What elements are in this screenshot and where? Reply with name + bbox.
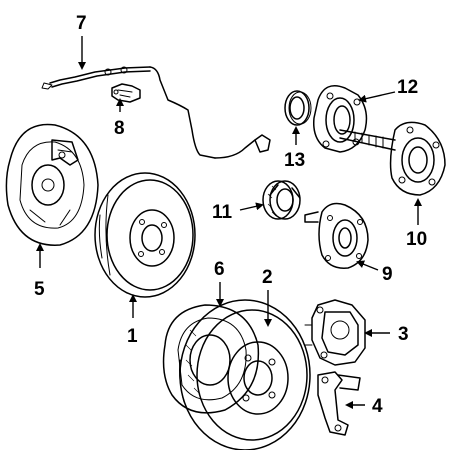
oil-seal[interactable] <box>284 90 312 126</box>
axle-shaft[interactable] <box>339 121 446 196</box>
callout-9: 9 <box>382 264 393 285</box>
brake-rotor[interactable] <box>179 299 311 450</box>
caliper-bracket[interactable] <box>317 371 361 436</box>
callout-7: 7 <box>76 13 87 34</box>
callout-12: 12 <box>397 77 418 98</box>
leader-11 <box>239 202 264 211</box>
backing-plate[interactable] <box>5 123 99 246</box>
leader-lines <box>36 36 422 409</box>
sensor-bracket[interactable] <box>111 83 141 103</box>
callout-8: 8 <box>114 118 125 139</box>
brake-drum[interactable] <box>94 172 196 298</box>
callout-11: 11 <box>212 202 233 223</box>
callout-1: 1 <box>127 326 138 347</box>
dust-shield[interactable] <box>162 304 260 414</box>
callout-4: 4 <box>372 396 383 417</box>
brake-caliper[interactable] <box>304 299 366 366</box>
abs-sensor-cable[interactable] <box>41 66 271 159</box>
callout-10: 10 <box>406 229 427 250</box>
callout-6: 6 <box>214 259 225 280</box>
wheel-bearing[interactable] <box>262 180 301 220</box>
wheel-hub[interactable] <box>304 202 369 269</box>
leader-12 <box>358 91 396 103</box>
callout-13: 13 <box>284 150 305 171</box>
bearing-housing[interactable] <box>312 85 368 153</box>
callout-3: 3 <box>398 324 409 345</box>
callout-5: 5 <box>34 279 45 300</box>
callout-2: 2 <box>262 267 273 288</box>
leader-9 <box>356 260 379 271</box>
callout-labels: 7 8 5 1 6 2 3 4 11 9 10 12 13 <box>34 13 427 417</box>
